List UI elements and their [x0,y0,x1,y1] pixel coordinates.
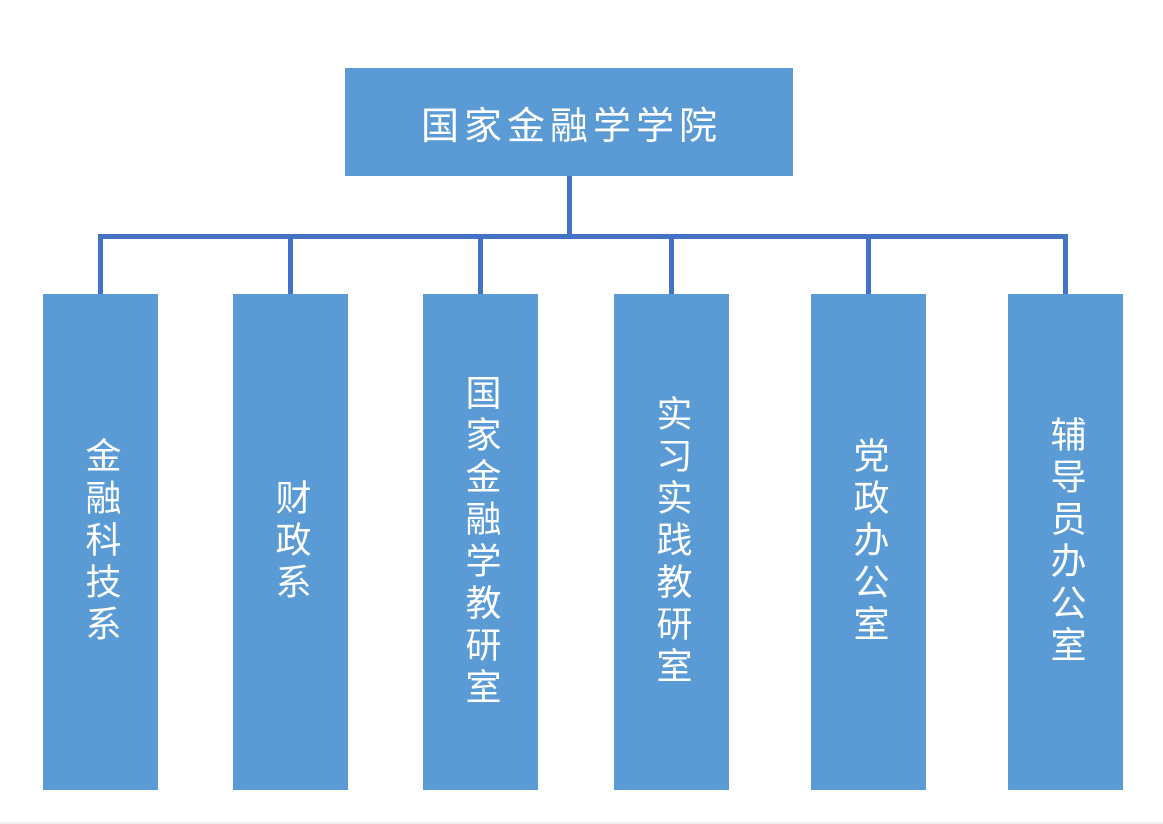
org-node-child-label: 国家金融学教研室 [460,374,501,710]
org-node-child-label: 辅导员办公室 [1045,416,1086,668]
connector-drop-4 [669,234,674,294]
org-node-child-4: 实习实践教研室 [614,294,729,790]
connector-drop-6 [1063,234,1068,294]
org-node-child-2: 财政系 [233,294,348,790]
connector-bar [98,234,1068,239]
connector-stem [567,176,572,236]
org-node-child-5: 党政办公室 [811,294,926,790]
org-node-child-label: 党政办公室 [848,437,889,647]
org-node-child-label: 财政系 [270,479,311,605]
org-node-child-label: 实习实践教研室 [651,395,692,689]
connector-drop-5 [866,234,871,294]
org-node-root: 国家金融学学院 [345,68,793,176]
org-node-child-1: 金融科技系 [43,294,158,790]
connector-drop-3 [478,234,483,294]
connector-drop-1 [98,234,103,294]
org-node-root-label: 国家金融学学院 [420,105,722,148]
org-node-child-label: 金融科技系 [80,437,121,647]
connector-drop-2 [288,234,293,294]
page-bottom-divider [0,822,1163,824]
org-node-child-3: 国家金融学教研室 [423,294,538,790]
org-node-child-6: 辅导员办公室 [1008,294,1123,790]
